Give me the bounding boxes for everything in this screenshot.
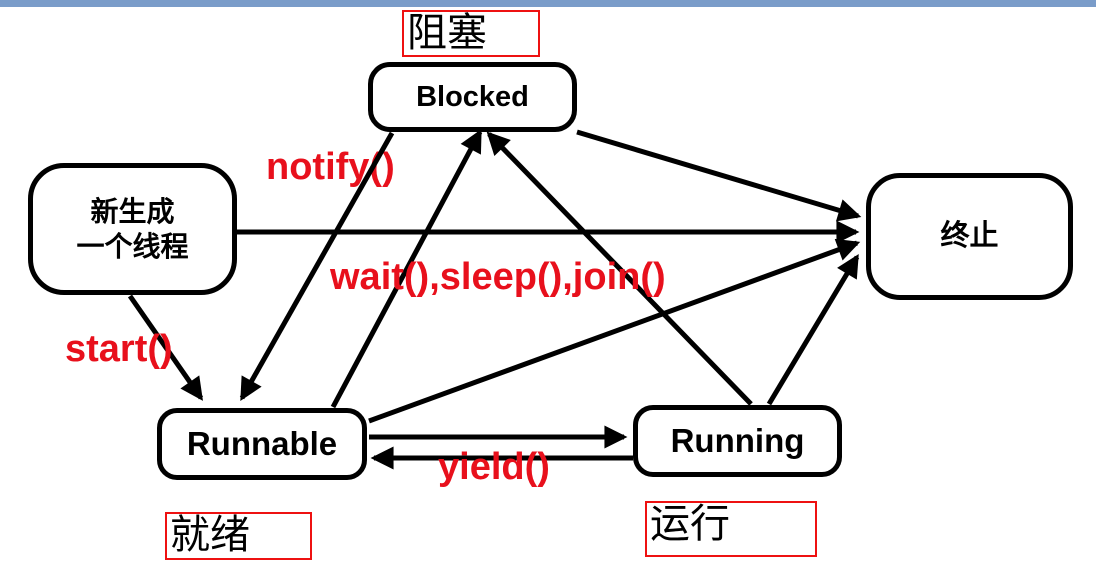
annotation-box-blocked-cn: 阻塞: [402, 10, 540, 57]
transition-label-yield: yield(): [438, 446, 550, 488]
edge-new-to-runnable-start: [127, 294, 204, 401]
edge-runnable-to-terminated: [368, 238, 861, 424]
state-node-terminated: 终止: [866, 173, 1073, 300]
annotation-box-runnable-cn: 就绪: [165, 512, 312, 560]
edge-blocked-to-terminated: [576, 129, 862, 222]
state-node-new-thread: 新生成 一个线程: [28, 163, 237, 295]
new-thread-label-line1: 新生成: [90, 196, 175, 227]
state-node-blocked: Blocked: [368, 62, 577, 132]
edge-running-to-terminated: [766, 254, 860, 406]
edge-running-to-blocked-wait: [486, 131, 753, 406]
new-thread-label-line2: 一个线程: [76, 231, 189, 262]
edge-runnable-to-blocked: [330, 128, 483, 409]
running-label: Running: [670, 422, 805, 460]
runnable-label: Runnable: [186, 425, 338, 463]
transition-label-start: start(): [65, 328, 173, 370]
transition-label-wait-sleep-join: wait(),sleep(),join(): [330, 256, 666, 298]
annotation-box-running-cn: 运行: [645, 501, 817, 557]
state-node-running: Running: [633, 405, 842, 477]
blocked-label: Blocked: [416, 80, 529, 113]
slide-top-accent-bar: [0, 0, 1096, 7]
edge-blocked-to-runnable-notify: [239, 131, 395, 402]
state-node-runnable: Runnable: [157, 408, 367, 480]
terminated-label: 终止: [940, 220, 999, 253]
